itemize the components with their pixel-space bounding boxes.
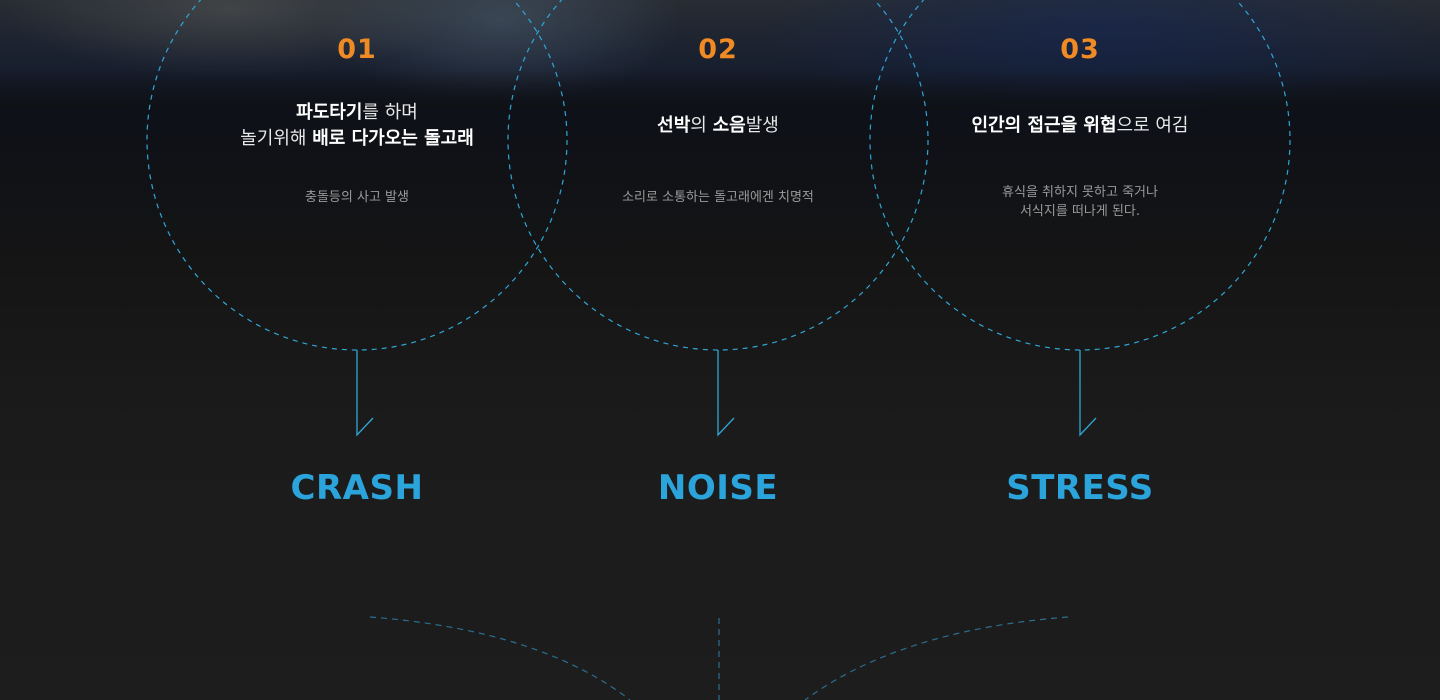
circle-02 [507,0,929,351]
item-description: 충돌등의 사고 발생 [305,190,409,205]
description-line: 휴식을 취하지 못하고 죽거나 [1002,185,1158,200]
headline-text: 으로 여김 [1116,115,1189,136]
headline-emphasis: 파도타기 [296,102,363,123]
headline-emphasis: 선박 [657,115,691,136]
headline-text: 의 [690,115,713,136]
item-keyword: NOISE [657,468,779,508]
bottom-arc-left [369,616,631,700]
down-arrow-connector-icon [1079,350,1097,437]
bottom-arc-right [804,616,1069,700]
item-keyword: STRESS [1006,468,1154,508]
item-number: 02 [698,34,738,65]
item-headline: 인간의 접근을 위협으로 여김 [920,113,1240,139]
item-keyword: CRASH [290,468,424,508]
down-arrow-connector-icon [717,350,735,437]
headline-emphasis: 소음 [712,115,746,136]
headline-emphasis: 배로 다가오는 돌고래 [312,128,474,149]
headline-text: 를 하며 [362,102,418,123]
headline-text: 놀기위해 [240,128,313,149]
description-line: 서식지를 떠나게 된다. [1019,204,1141,219]
item-headline: 선박의 소음발생 [558,113,878,139]
item-description: 소리로 소통하는 돌고래에겐 치명적 [622,190,814,205]
headline-text: 발생 [745,115,779,136]
down-arrow-connector-icon [356,350,374,437]
hero-photo-band [0,0,1440,110]
circle-01 [146,0,568,351]
circle-03 [869,0,1291,351]
item-number: 03 [1060,34,1100,65]
headline-emphasis: 인간의 접근을 위협 [971,115,1117,136]
item-number: 01 [337,34,377,65]
